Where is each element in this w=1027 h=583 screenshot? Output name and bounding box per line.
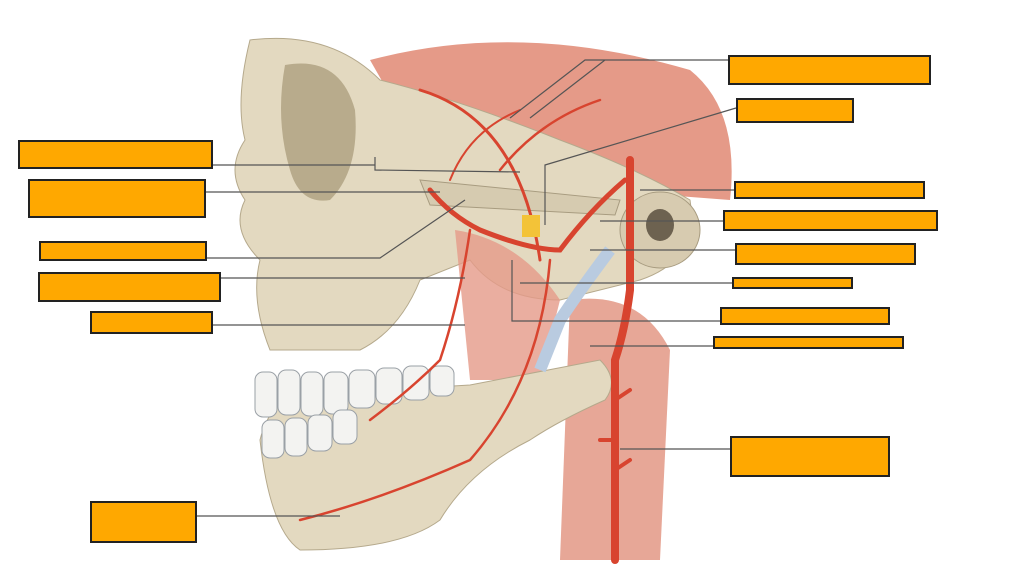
label-box-left-4 bbox=[38, 272, 221, 302]
label-box-right-6 bbox=[732, 277, 853, 289]
internal-jugular-vein bbox=[534, 246, 615, 373]
arteries bbox=[298, 88, 634, 564]
label-box-left-6 bbox=[90, 501, 197, 543]
temporalis-muscle bbox=[370, 42, 732, 200]
label-box-right-3 bbox=[734, 181, 925, 199]
label-box-right-9 bbox=[730, 436, 890, 477]
leader-lines bbox=[197, 59, 737, 517]
label-box-right-1 bbox=[728, 55, 931, 85]
label-box-left-2 bbox=[28, 179, 206, 218]
label-box-right-8 bbox=[713, 336, 904, 349]
orbit bbox=[281, 63, 356, 201]
label-box-left-1 bbox=[18, 140, 213, 169]
lateral-pterygoid-highlight bbox=[522, 215, 540, 237]
label-box-right-5 bbox=[735, 243, 916, 265]
label-box-right-7 bbox=[720, 307, 890, 325]
teeth bbox=[254, 365, 455, 459]
label-box-left-5 bbox=[90, 311, 213, 334]
ear-opening bbox=[646, 209, 674, 241]
label-box-right-2 bbox=[736, 98, 854, 123]
label-box-left-3 bbox=[39, 241, 207, 261]
label-box-right-4 bbox=[723, 210, 938, 231]
zygomatic-arch bbox=[419, 179, 621, 216]
